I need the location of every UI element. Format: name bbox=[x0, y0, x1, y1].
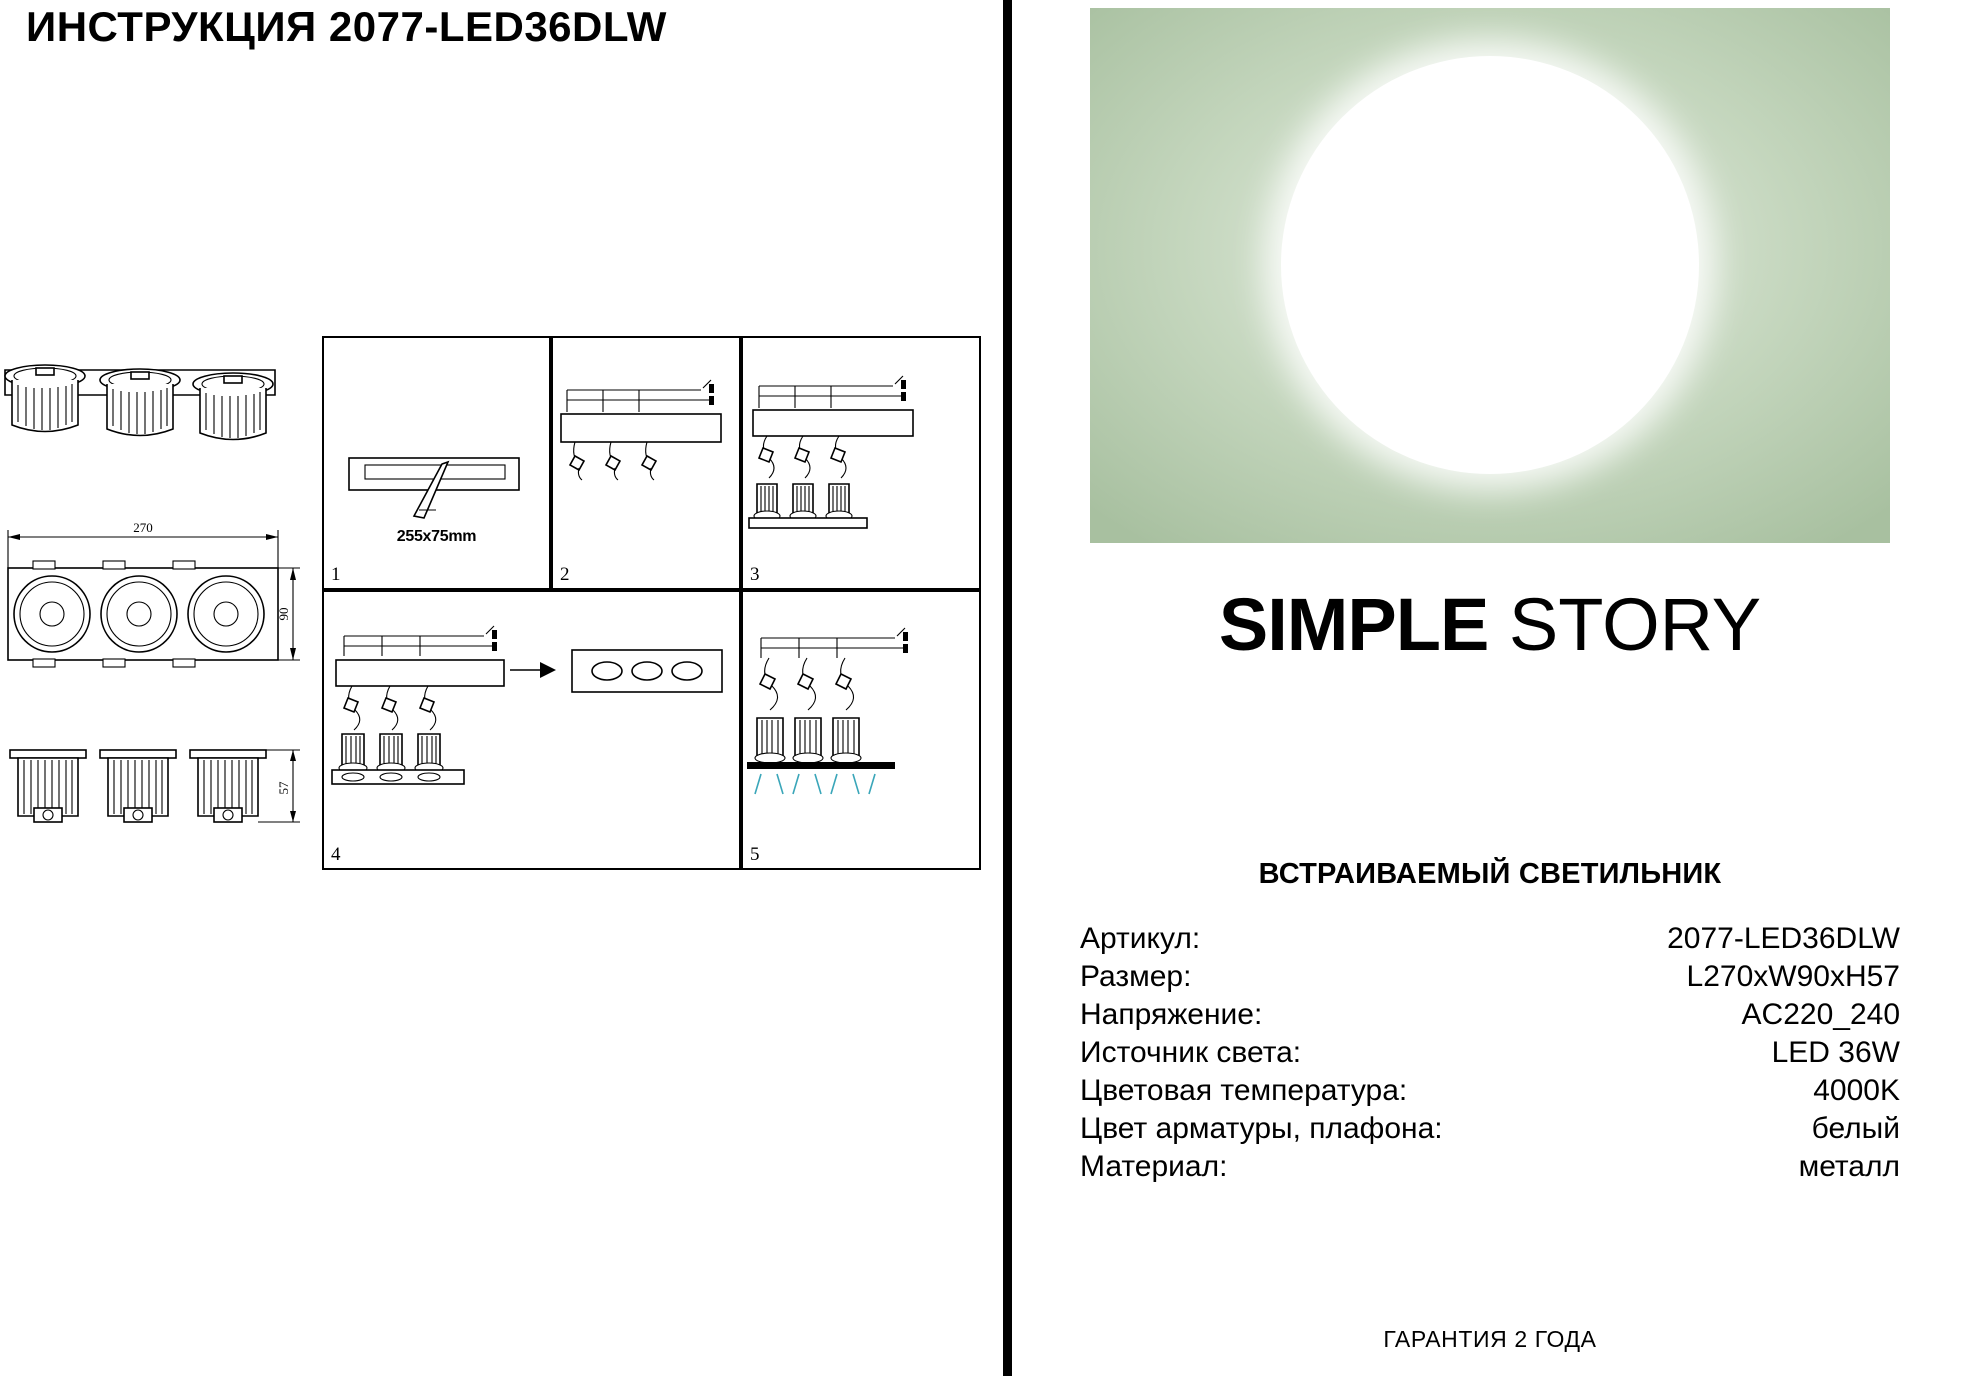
spec-value: 4000K bbox=[1813, 1074, 1900, 1107]
spec-row: Источник света: LED 36W bbox=[1080, 1034, 1900, 1072]
spec-row: Напряжение: AC220_240 bbox=[1080, 996, 1900, 1034]
spec-label: Цвет арматуры, плафона: bbox=[1080, 1112, 1443, 1145]
step-cell-3: 3 bbox=[741, 336, 981, 590]
step-number-4: 4 bbox=[331, 844, 341, 865]
spec-value: L270xW90xH57 bbox=[1686, 960, 1900, 993]
step-number-3: 3 bbox=[750, 564, 760, 585]
spec-label: Артикул: bbox=[1080, 922, 1201, 955]
view-isometric bbox=[4, 364, 276, 441]
product-views-svg: 270 90 bbox=[4, 364, 300, 823]
brand-word-simple: SIMPLE bbox=[1218, 583, 1489, 666]
spec-label: Цветовая температура: bbox=[1080, 1074, 1408, 1107]
installation-steps-grid: 255x75mm 1 bbox=[322, 336, 981, 870]
spec-label: Материал: bbox=[1080, 1150, 1228, 1183]
luminaire-glow-circle bbox=[1281, 55, 1699, 474]
brand-word-story: STORY bbox=[1508, 583, 1762, 666]
step-number-1: 1 bbox=[331, 564, 341, 585]
spec-row: Артикул: 2077-LED36DLW bbox=[1080, 920, 1900, 958]
dim-length: 270 bbox=[133, 520, 153, 535]
step-2-illustration bbox=[560, 379, 722, 481]
view-side: 57 bbox=[9, 749, 300, 823]
spec-row: Цветовая температура: 4000K bbox=[1080, 1072, 1900, 1110]
step-cell-1: 255x75mm 1 bbox=[322, 336, 551, 590]
warranty-text: ГАРАНТИЯ 2 ГОДА bbox=[1383, 1326, 1597, 1352]
light-beam-icon bbox=[754, 773, 876, 795]
spec-value: металл bbox=[1798, 1150, 1900, 1183]
arrow-right-icon bbox=[510, 662, 556, 678]
dim-height: 57 bbox=[276, 781, 291, 795]
specifications-table: Артикул: 2077-LED36DLW Размер: L270xW90x… bbox=[1080, 920, 1900, 1186]
vertical-divider bbox=[1003, 0, 1012, 1376]
right-pane: SIMPLE STORY ВСТРАИВАЕМЫЙ СВЕТИЛЬНИК Арт… bbox=[1012, 0, 1968, 1376]
spec-value: белый bbox=[1811, 1112, 1900, 1145]
brand-logo: SIMPLE STORY bbox=[1012, 588, 1968, 662]
step-cell-2: 2 bbox=[551, 336, 741, 590]
step-5-illustration bbox=[747, 627, 908, 795]
product-hero-image bbox=[1090, 8, 1890, 543]
step-number-5: 5 bbox=[750, 844, 760, 865]
step-cell-5: 5 bbox=[741, 590, 981, 870]
spec-value: AC220_240 bbox=[1741, 998, 1900, 1031]
step-number-2: 2 bbox=[560, 564, 570, 585]
step-cell-4: 4 bbox=[322, 590, 741, 870]
spec-row: Материал: металл bbox=[1080, 1148, 1900, 1186]
step-3-illustration bbox=[748, 375, 914, 529]
spec-label: Источник света: bbox=[1080, 1036, 1302, 1069]
spec-label: Напряжение: bbox=[1080, 998, 1263, 1031]
product-type-heading: ВСТРАИВАЕМЫЙ СВЕТИЛЬНИК bbox=[1258, 858, 1722, 890]
spec-row: Цвет арматуры, плафона: белый bbox=[1080, 1110, 1900, 1148]
step-1-dimension-label: 255x75mm bbox=[396, 528, 477, 545]
spec-label: Размер: bbox=[1080, 960, 1192, 993]
dim-width: 90 bbox=[276, 608, 291, 621]
step-4-illustration bbox=[331, 625, 723, 785]
spec-row: Размер: L270xW90xH57 bbox=[1080, 958, 1900, 996]
left-pane: 270 90 bbox=[0, 330, 981, 890]
step-1-illustration bbox=[348, 457, 520, 519]
view-top: 270 90 bbox=[7, 520, 300, 668]
product-views: 270 90 bbox=[0, 330, 320, 890]
page-title: ИНСТРУКЦИЯ 2077-LED36DLW bbox=[26, 3, 667, 50]
spec-value: LED 36W bbox=[1771, 1036, 1900, 1069]
spec-value: 2077-LED36DLW bbox=[1667, 922, 1900, 955]
